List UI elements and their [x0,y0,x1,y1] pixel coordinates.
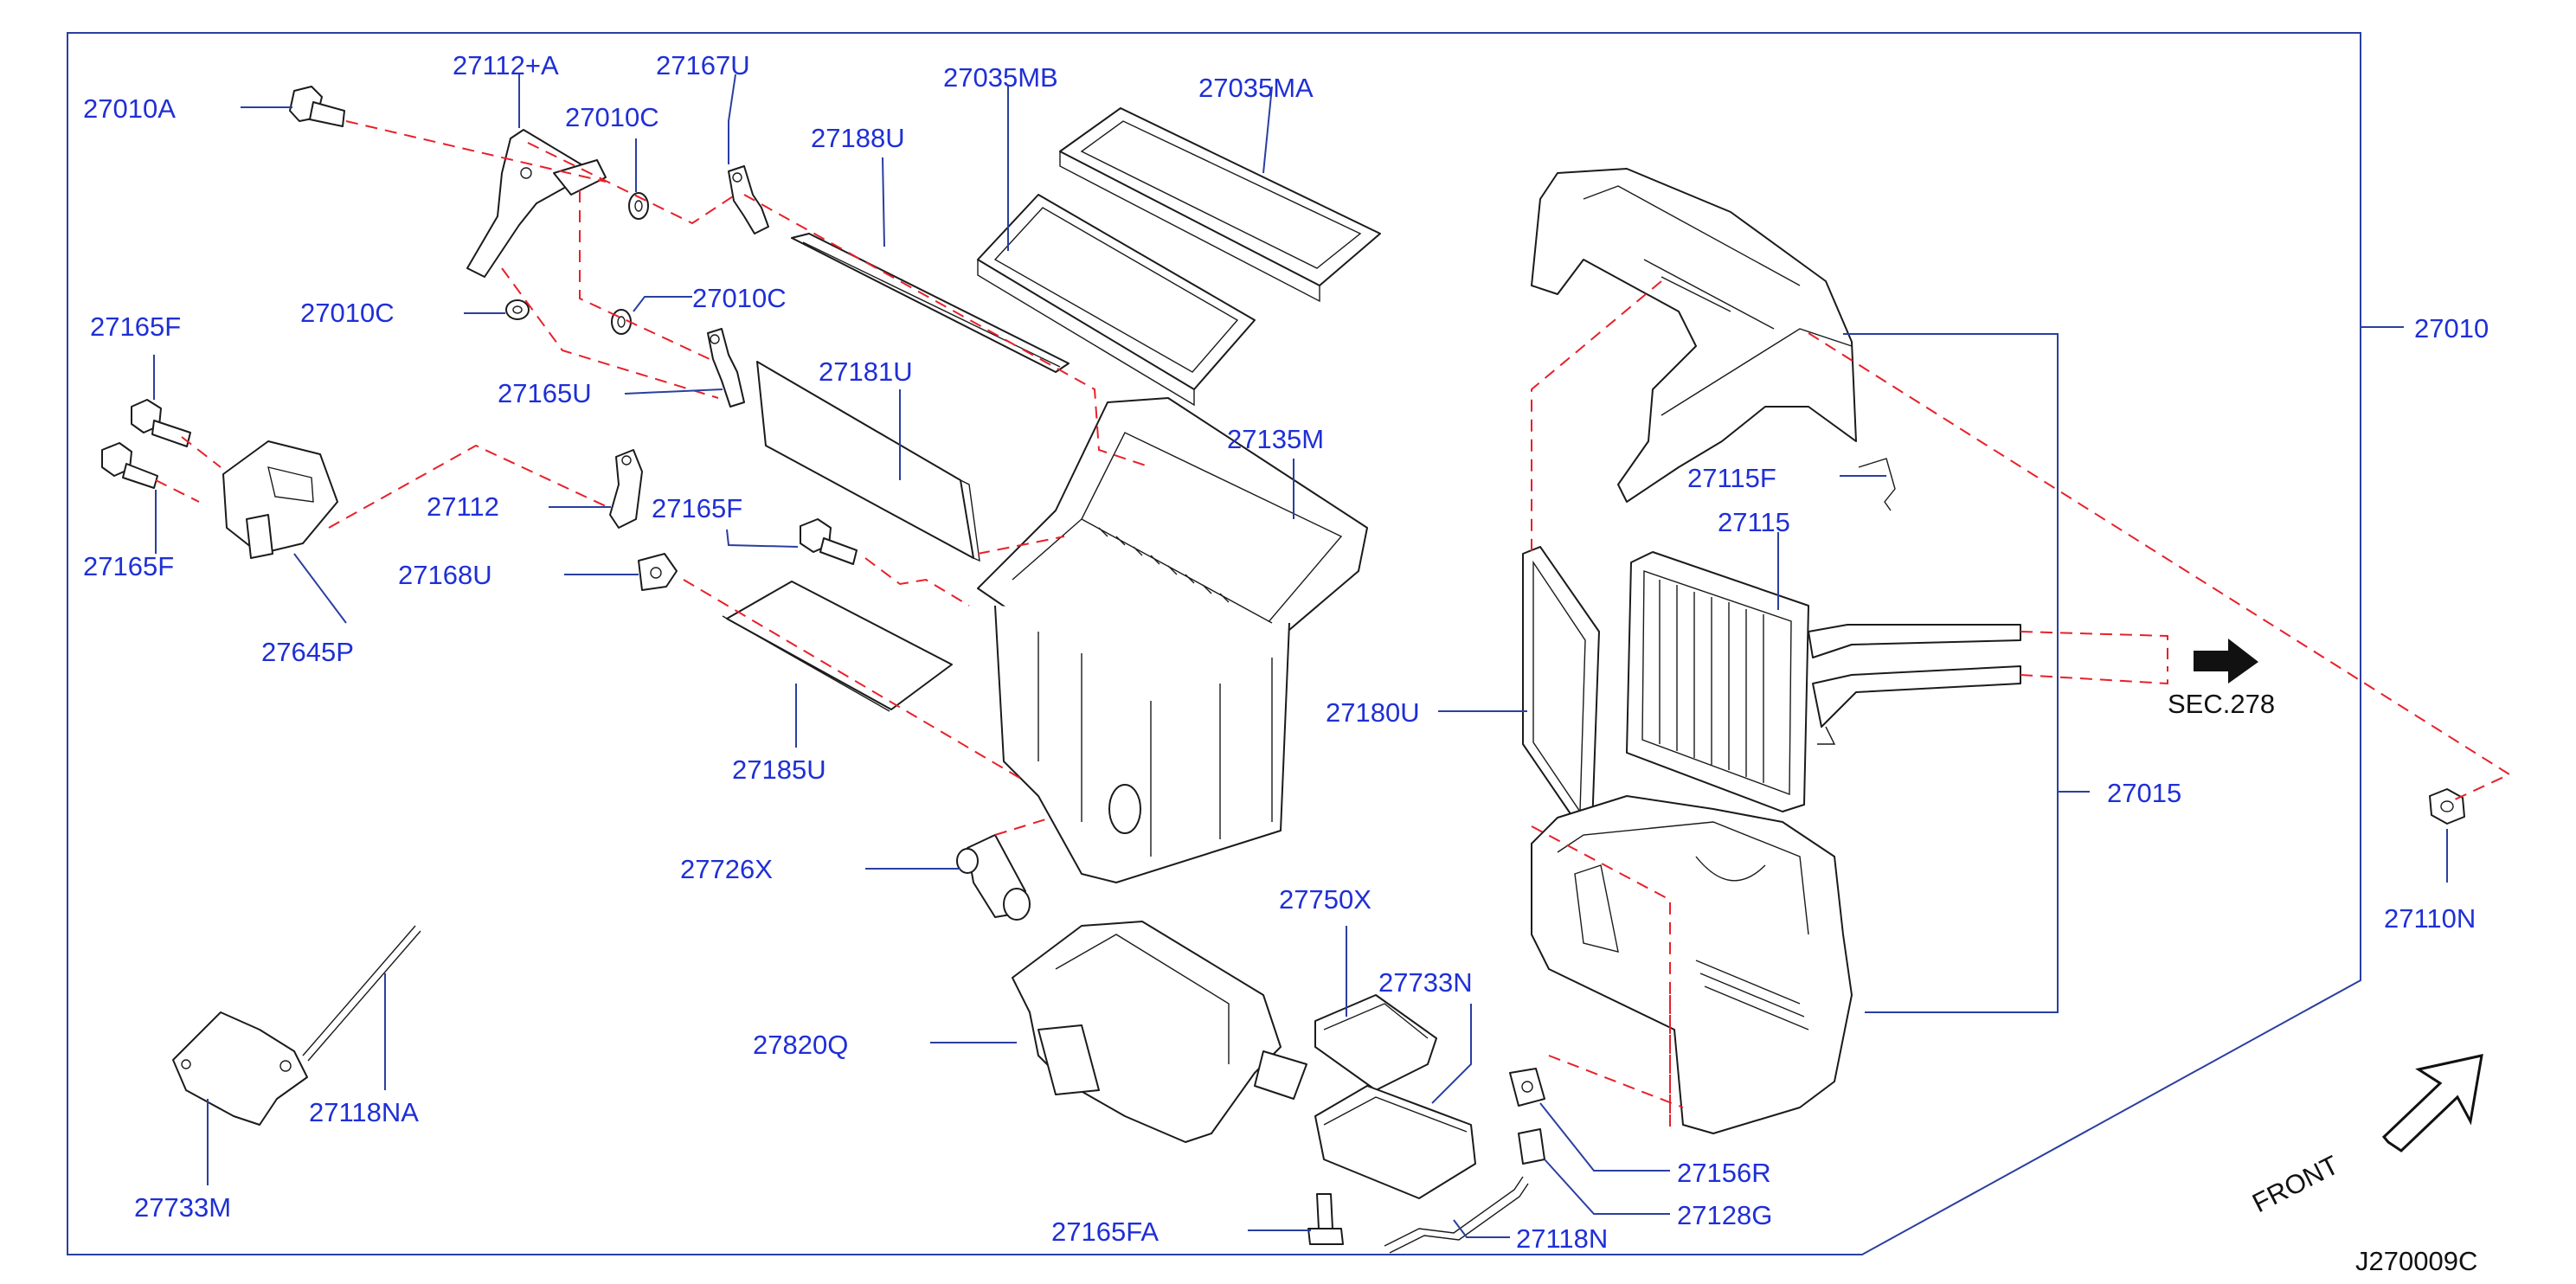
label-27820q[interactable]: 27820Q [753,1030,848,1060]
sec-arrow-icon [2194,639,2258,684]
diagram-id: J270009C [2355,1246,2477,1276]
label-27733m[interactable]: 27733M [134,1192,231,1223]
upper-housing-drawing [1531,168,1857,503]
label-27135m[interactable]: 27135M [1227,424,1324,454]
label-27128g[interactable]: 27128G [1677,1200,1772,1230]
clip-27168u-drawing [638,553,678,591]
label-27167u[interactable]: 27167U [656,50,750,80]
door-27185u-drawing [722,581,953,712]
label-27750x[interactable]: 27750X [1279,884,1372,915]
label-27010c-top[interactable]: 27010C [565,102,659,132]
bracket-27733m-drawing [172,1011,308,1126]
label-27110n[interactable]: 27110N [2384,903,2476,934]
label-27165fa[interactable]: 27165FA [1051,1217,1159,1247]
seal-27180u-drawing [1522,546,1600,827]
link-27112-drawing [609,449,643,529]
label-27180u[interactable]: 27180U [1326,697,1420,728]
label-27165f-top[interactable]: 27165F [90,311,181,342]
label-27010c-right[interactable]: 27010C [692,283,787,313]
bracket-27112a-drawing [466,129,607,278]
label-27168u[interactable]: 27168U [398,560,492,590]
label-27118n[interactable]: 27118N [1516,1223,1608,1254]
label-27165f-mid[interactable]: 27165F [652,493,742,523]
label-27010[interactable]: 27010 [2414,313,2489,343]
label-27035ma[interactable]: 27035MA [1198,73,1314,103]
heater-core-27115-drawing [1626,551,2021,812]
actuator-27645p-drawing [222,440,338,559]
label-27015[interactable]: 27015 [2107,778,2181,808]
label-27165f-bot[interactable]: 27165F [83,551,174,581]
assembly-frame [67,32,2361,1255]
lower-housing-drawing [1531,795,1853,1134]
bracket-27750x-drawing [1314,994,1437,1091]
screw-27165f-top-drawing [131,399,191,447]
nut-27110n-drawing [2429,788,2465,825]
label-27185u[interactable]: 27185U [732,754,826,785]
grommet-27156r-drawing [1509,1068,1545,1107]
link-27165u-drawing [707,328,745,408]
label-27112[interactable]: 27112 [427,491,499,522]
control-unit-27733n-drawing [1314,1085,1476,1199]
label-27645p[interactable]: 27645P [261,637,354,667]
label-27156r[interactable]: 27156R [1677,1158,1771,1188]
heater-case-27135m-drawing [977,397,1368,883]
lower-case-27820q-drawing [1012,921,1307,1143]
screw-27165f-mid-drawing [800,518,858,565]
label-27035mb[interactable]: 27035MB [943,62,1058,93]
screw-27165f-bot-drawing [101,442,158,489]
label-27181u[interactable]: 27181U [819,356,913,387]
part-labels: 27010A 27112+A 27167U 27010C 27035MB 270… [83,50,2489,1254]
label-27010a[interactable]: 27010A [83,93,176,124]
door-27188u-drawing [791,233,1070,373]
label-27188u[interactable]: 27188U [811,123,905,153]
motor-27726x-drawing [956,834,1031,921]
filter-27035mb-drawing [977,194,1256,407]
label-27118na[interactable]: 27118NA [309,1097,419,1127]
sensor-27128g-drawing [1518,1128,1545,1165]
label-27115[interactable]: 27115 [1718,507,1790,537]
label-27726x[interactable]: 27726X [680,854,773,884]
washer-27010c-mid-drawing [505,299,530,320]
pipe-27118n-drawing [1384,1176,1529,1254]
leader-lines [153,74,2448,1238]
front-label: FRONT [2247,1150,2343,1219]
sec-reference[interactable]: SEC.278 [2168,689,2275,719]
label-27115f[interactable]: 27115F [1687,463,1776,493]
link-27167u-drawing [728,165,769,234]
label-27010c-mid[interactable]: 27010C [300,298,395,328]
bolt-27165fa-drawing [1307,1193,1344,1245]
bolt-27010a-drawing [289,86,345,127]
sensor-rod-27118na-drawing [302,925,421,1062]
clip-27115f-drawing [1858,458,1896,511]
front-arrow-icon [2381,1054,2483,1152]
assembly-dash-lines [155,120,2512,1133]
label-27112-plus-a[interactable]: 27112+A [453,50,559,80]
label-27165u[interactable]: 27165U [498,378,592,408]
label-27733n[interactable]: 27733N [1378,967,1473,998]
filter-27035ma-drawing [1059,107,1381,303]
door-27181u-drawing [756,361,980,562]
